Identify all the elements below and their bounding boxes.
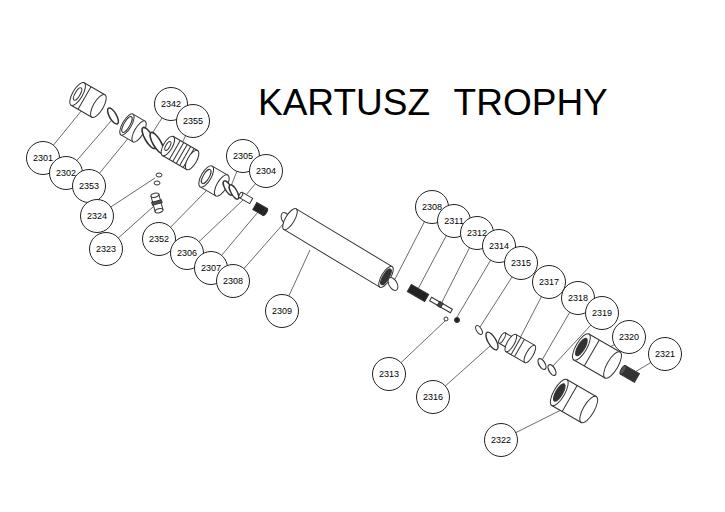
callout-circle: 2322 [484, 423, 518, 457]
callout-circle: 2355 [176, 104, 210, 138]
callout-circle: 2353 [72, 169, 106, 203]
callout-number: 2315 [511, 259, 531, 268]
callout-number: 2306 [177, 249, 197, 258]
callout-number: 2305 [233, 152, 253, 161]
callout-number: 2324 [87, 212, 107, 221]
callout-number: 2316 [423, 393, 443, 402]
callout-number: 2304 [256, 167, 276, 176]
callout-number: 2342 [161, 100, 181, 109]
callout-circle: 2321 [648, 337, 682, 371]
callout-circle: 2320 [612, 320, 646, 354]
callout-number: 2313 [379, 370, 399, 379]
callout-number: 2353 [79, 182, 99, 191]
callout-number: 2322 [491, 436, 511, 445]
callout-number: 2319 [592, 309, 612, 318]
callout-number: 2308 [223, 277, 243, 286]
callout-number: 2317 [539, 278, 559, 287]
callout-circle: 2316 [416, 380, 450, 414]
callout-number: 2314 [489, 242, 509, 251]
callout-number: 2311 [444, 217, 463, 226]
callout-number: 2308 [422, 203, 442, 212]
callout-number: 2309 [272, 307, 292, 316]
callout-number: 2323 [96, 245, 116, 254]
callout-circle: 2319 [585, 296, 619, 330]
callout-circle: 2304 [249, 154, 283, 188]
callout-number: 2302 [56, 169, 76, 178]
callout-circle: 2324 [80, 199, 114, 233]
callout-circle: 2323 [89, 232, 123, 266]
callout-number: 2321 [655, 350, 675, 359]
callout-circle: 2313 [372, 357, 406, 391]
callout-circle: 2308 [216, 264, 250, 298]
callout-number: 2352 [149, 235, 169, 244]
callout-number: 2318 [568, 294, 588, 303]
callout-circle: 2309 [265, 294, 299, 328]
callout-number: 2301 [33, 154, 53, 163]
diagram-title: KARTUSZ TROPHY [258, 84, 608, 121]
callout-number: 2320 [619, 333, 639, 342]
callout-number: 2355 [183, 117, 203, 126]
